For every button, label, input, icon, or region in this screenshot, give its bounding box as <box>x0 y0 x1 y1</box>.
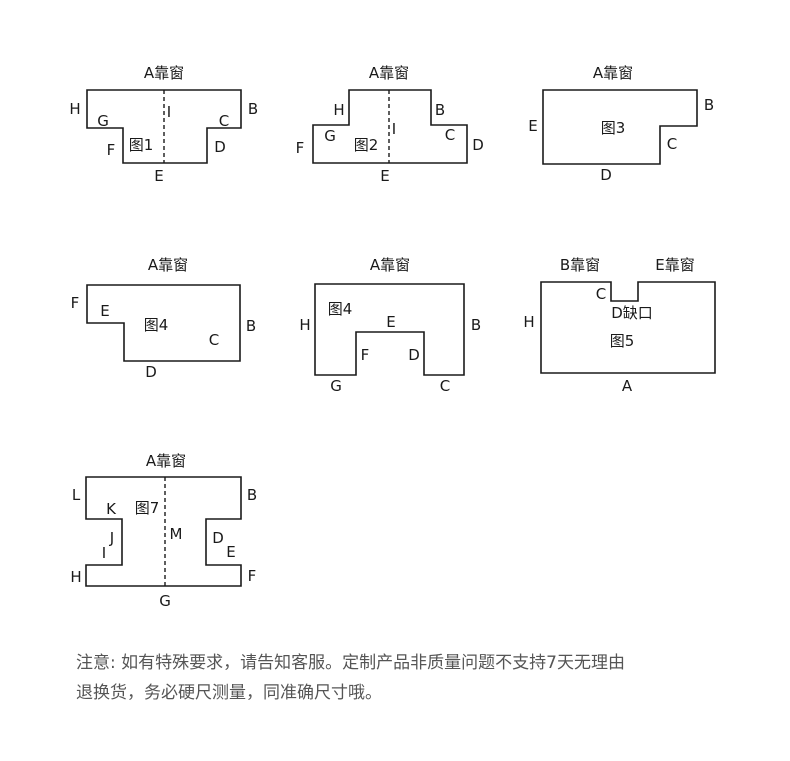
label-h: H <box>299 316 310 334</box>
label-b: B <box>248 100 258 118</box>
label-f: F <box>248 567 257 585</box>
label-b: B <box>471 316 481 334</box>
figure-3: A靠窗 E 图3 B C D <box>528 64 714 184</box>
figure-1: A靠窗 H G I B C 图1 F D E <box>69 64 258 185</box>
label-d: D <box>214 138 226 156</box>
figure-1-outline <box>86 89 242 164</box>
label-m: M <box>170 525 183 543</box>
label-e: E <box>528 117 537 135</box>
figure-4a-title: 图4 <box>144 316 169 334</box>
figure-2-outline <box>312 89 468 164</box>
label-h: H <box>69 100 80 118</box>
figure-7: A靠窗 L B K 图7 M J D I E H F G <box>70 452 257 610</box>
figure-5-window-e-label: E靠窗 <box>655 256 694 274</box>
figure-4b: A靠窗 图4 H E B F D G C <box>299 256 481 395</box>
figure-2-window-label: A靠窗 <box>369 64 409 82</box>
figure-4a-outline <box>86 284 241 362</box>
note-line-1: 注意: 如有特殊要求，请告知客服。定制产品非质量问题不支持7天无理由 <box>76 653 625 673</box>
label-d: D <box>145 363 157 381</box>
label-c: C <box>445 126 455 144</box>
label-k: K <box>106 500 117 518</box>
figure-4b-outline <box>314 283 465 376</box>
label-e: E <box>100 302 109 320</box>
label-c: C <box>209 331 219 349</box>
figure-3-window-label: A靠窗 <box>593 64 633 82</box>
label-g: G <box>324 127 336 145</box>
figure-3-outline <box>542 89 698 165</box>
label-f: F <box>361 346 370 364</box>
label-i: I <box>102 544 106 562</box>
label-notch: D缺口 <box>611 304 653 322</box>
figure-2-title: 图2 <box>354 136 379 154</box>
figure-1-title: 图1 <box>129 136 154 154</box>
label-h: H <box>70 568 81 586</box>
figure-1-window-label: A靠窗 <box>144 64 184 82</box>
label-d: D <box>472 136 484 154</box>
label-c: C <box>219 112 229 130</box>
figure-4b-title: 图4 <box>328 300 353 318</box>
label-j: J <box>109 529 114 547</box>
label-b: B <box>247 486 257 504</box>
figure-7-outline <box>85 476 242 587</box>
figure-5-window-b-label: B靠窗 <box>560 256 600 274</box>
label-e: E <box>226 543 235 561</box>
figure-4a-window-label: A靠窗 <box>148 256 188 274</box>
label-f: F <box>107 141 116 159</box>
figure-4a: A靠窗 F E 图4 B C D <box>71 256 256 381</box>
label-c: C <box>440 377 450 395</box>
figure-7-title: 图7 <box>135 499 160 517</box>
label-g: G <box>97 112 109 130</box>
label-l: L <box>72 486 81 504</box>
figure-4b-window-label: A靠窗 <box>370 256 410 274</box>
label-b: B <box>246 317 256 335</box>
label-d: D <box>408 346 420 364</box>
label-h: H <box>523 313 534 331</box>
figure-7-window-label: A靠窗 <box>146 452 186 470</box>
label-g: G <box>159 592 171 610</box>
label-e: E <box>154 167 163 185</box>
figure-3-title: 图3 <box>601 119 626 137</box>
note-line-2: 退换货，务必硬尺测量，同准确尺寸哦。 <box>76 683 382 703</box>
label-c: C <box>667 135 677 153</box>
label-a: A <box>622 377 633 395</box>
figure-5-outline <box>540 281 716 374</box>
figure-5: B靠窗 E靠窗 C D缺口 H 图5 A <box>523 256 716 395</box>
figure-5-title: 图5 <box>610 332 635 350</box>
label-i: I <box>392 120 396 138</box>
label-f: F <box>296 139 305 157</box>
label-e: E <box>380 167 389 185</box>
label-d: D <box>600 166 612 184</box>
label-g: G <box>330 377 342 395</box>
label-c: C <box>596 285 606 303</box>
label-f: F <box>71 294 80 312</box>
label-b: B <box>704 96 714 114</box>
label-h: H <box>333 101 344 119</box>
label-b: B <box>435 101 445 119</box>
figure-2: A靠窗 H B G I C 图2 F D E <box>296 64 484 185</box>
label-e: E <box>386 313 395 331</box>
label-d: D <box>212 529 224 547</box>
label-i: I <box>167 103 171 121</box>
